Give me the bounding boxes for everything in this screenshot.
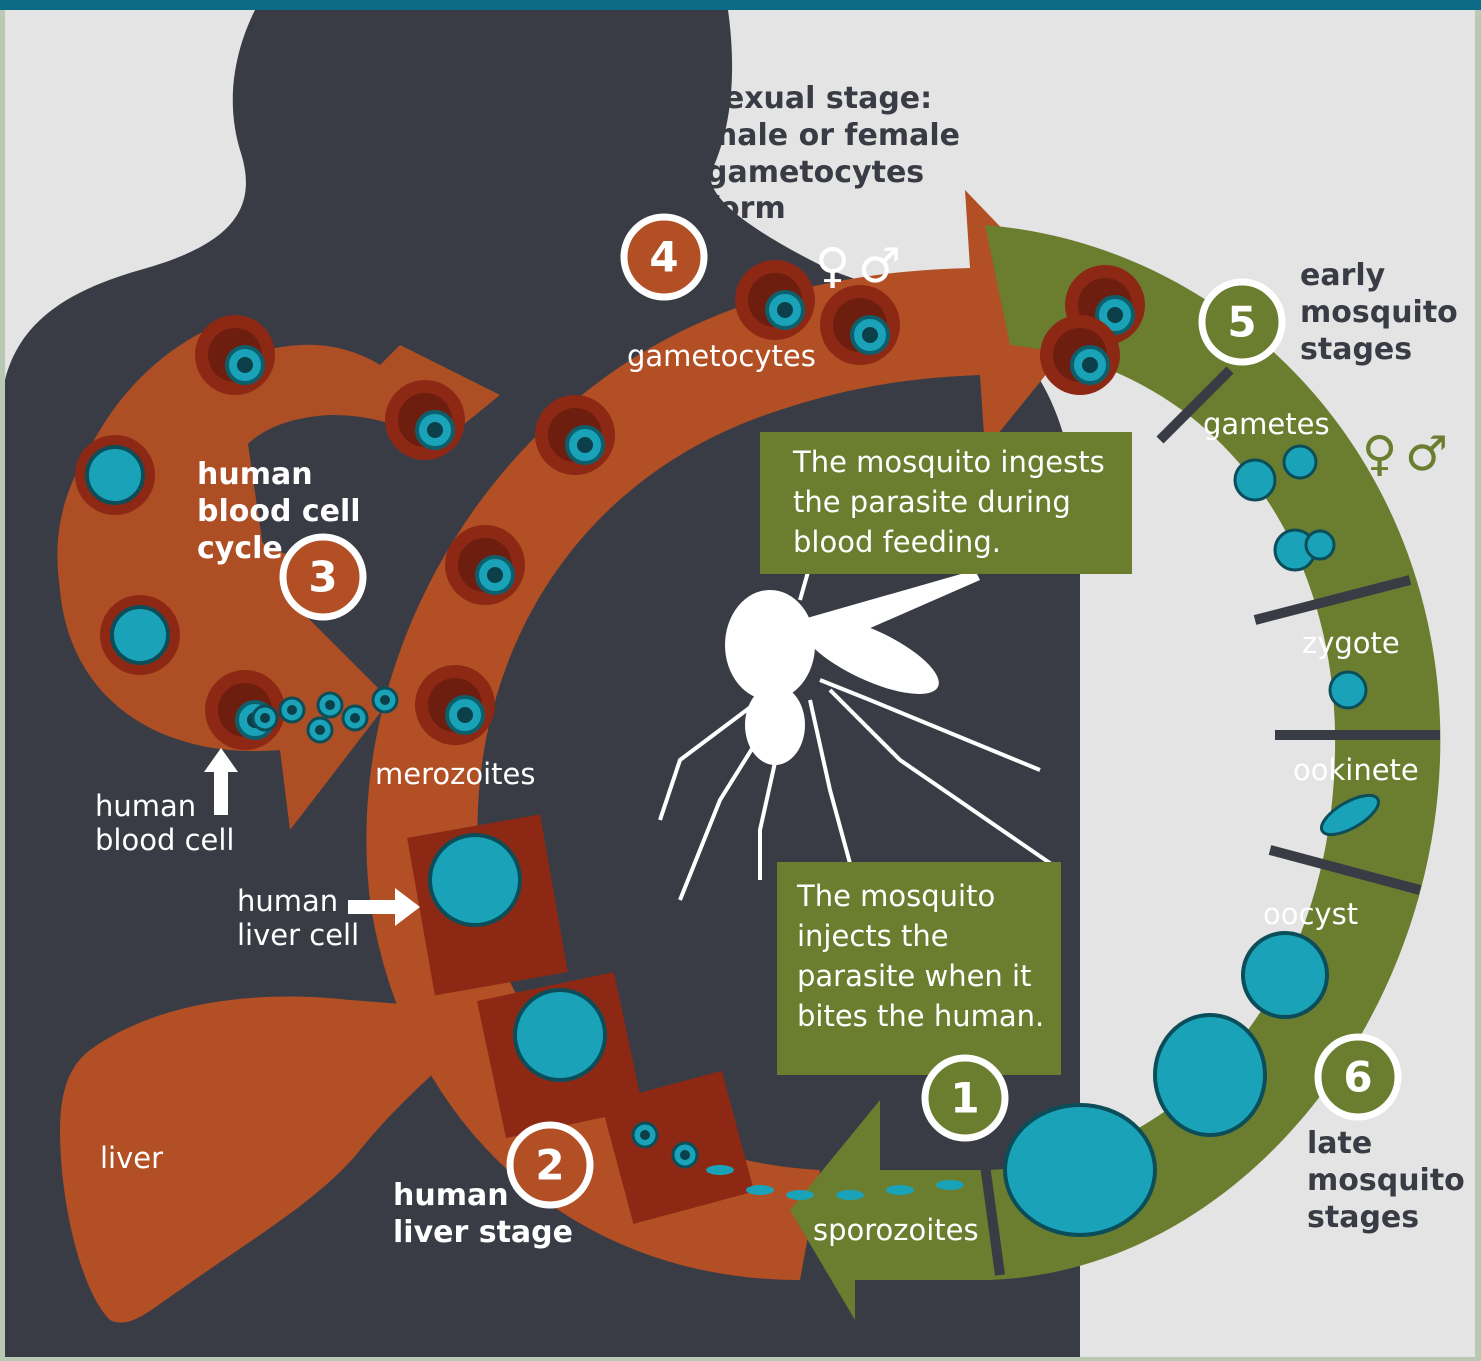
stage-6-badge: 6 (1318, 1037, 1398, 1117)
stage-6-line2: mosquito (1307, 1163, 1465, 1198)
stage-5-line2: mosquito (1300, 295, 1458, 330)
human-liver-cell-label-1: human (237, 884, 338, 918)
human-blood-cell-label-2: blood cell (95, 823, 234, 857)
stage-4-line1: sexual stage: (706, 81, 932, 116)
stage-2-badge: 2 (510, 1125, 590, 1205)
ookinete-label: ookinete (1293, 753, 1419, 787)
stage-2-number: 2 (535, 1141, 564, 1190)
stage-4-line4: form (706, 191, 786, 226)
male-symbol-icon: ♂ (858, 238, 901, 294)
top-bar (0, 0, 1481, 10)
stage-3-line3: cycle (197, 531, 283, 566)
stage-6-line1: late (1307, 1126, 1372, 1161)
note-ingests-line2: the parasite during (793, 485, 1071, 519)
stage-5-badge: 5 (1202, 282, 1282, 362)
stage-5-number: 5 (1227, 298, 1256, 347)
stage-4-badge: 4 (624, 217, 704, 297)
stage-1-number: 1 (950, 1074, 979, 1123)
gametocytes-label: gametocytes (627, 339, 816, 373)
note-injects-line1: The mosquito (796, 879, 995, 913)
note-ingests-line3: blood feeding. (793, 525, 1001, 559)
stage-5-line3: stages (1300, 332, 1412, 367)
stage-1-badge: 1 (925, 1058, 1005, 1138)
stage-6-number: 6 (1343, 1053, 1372, 1102)
zygote-label: zygote (1302, 626, 1400, 660)
merozoites-label: merozoites (375, 757, 535, 791)
stage-2-line1: human (393, 1178, 509, 1213)
male-symbol-icon-2: ♂ (1405, 426, 1448, 482)
stage-4-line3: gametocytes (706, 155, 924, 190)
stage-3-badge: 3 (283, 537, 363, 617)
stage-2-line2: liver stage (393, 1215, 573, 1250)
stage-3-number: 3 (308, 553, 337, 602)
stage-3-line1: human (197, 457, 313, 492)
note-injects-line3: parasite when it (797, 959, 1031, 993)
stage-3-line2: blood cell (197, 494, 361, 529)
human-liver-cell-label-2: liver cell (237, 918, 359, 952)
female-symbol-icon: ♀ (815, 238, 850, 294)
stage-5-line1: early (1300, 258, 1386, 293)
sporozoites-label: sporozoites (813, 1213, 979, 1247)
stage-6-line3: stages (1307, 1200, 1419, 1235)
note-injects-line4: bites the human. (797, 999, 1044, 1033)
female-symbol-icon-2: ♀ (1362, 426, 1397, 482)
stage-4-number: 4 (649, 233, 678, 282)
oocyst-label: oocyst (1263, 897, 1358, 931)
gametes-label: gametes (1203, 407, 1330, 441)
human-blood-cell-label-1: human (95, 789, 196, 823)
stage-4-line2: male or female (706, 118, 960, 153)
liver-label: liver (100, 1141, 163, 1175)
note-injects-line2: injects the (797, 919, 949, 953)
note-ingests-line1: The mosquito ingests (792, 445, 1105, 479)
